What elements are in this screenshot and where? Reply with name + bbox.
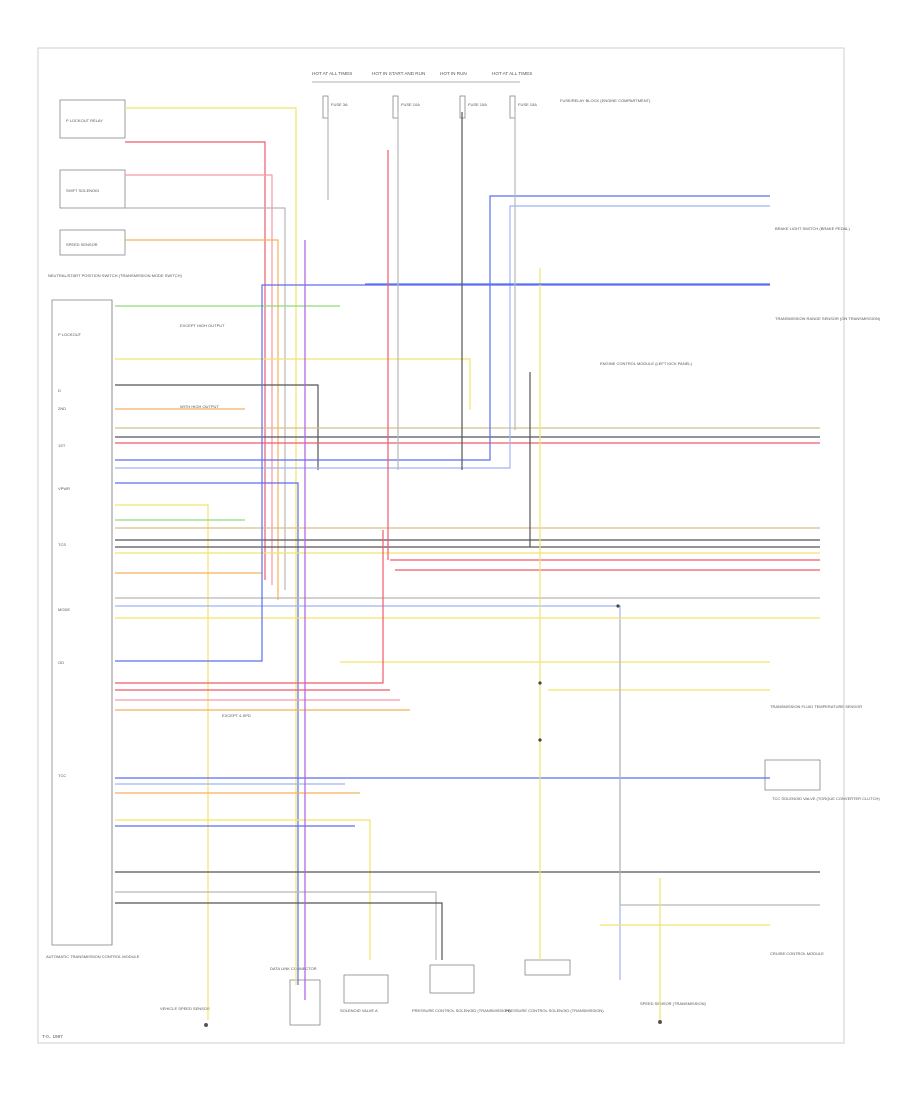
control-module-label: AUTOMATIC TRANSMISSION CONTROL MODULE	[46, 954, 140, 959]
left-pin-9: TCC	[58, 773, 66, 778]
fuse-label-4: HOT AT ALL TIMES	[492, 71, 532, 76]
fuse-2: FUSE 10A	[392, 95, 420, 119]
wire-7	[115, 358, 471, 410]
splice-dot-3	[616, 604, 620, 608]
right-component-2: TRANSMISSION RANGE SENSOR (ON TRANSMISSI…	[775, 316, 881, 321]
fuse-2-label: FUSE 10A	[401, 102, 420, 107]
left-pin-3: 2ND	[58, 406, 66, 411]
left-box-3: SPEED SENSOR	[59, 229, 126, 256]
bottom-component-1: VEHICLE SPEED SENSOR	[160, 1006, 210, 1027]
fuse-1-label: FUSE 3A	[331, 102, 348, 107]
wire-4	[125, 207, 286, 590]
left-pin-1: P LOCKOUT	[58, 332, 82, 337]
left-pin-8: OD	[58, 660, 64, 665]
wire-1	[125, 107, 297, 985]
left-box-2: SHIFT SOLENOID	[59, 169, 126, 209]
diagram-frame	[37, 47, 845, 1044]
svg-text:P LOCKOUT RELAY: P LOCKOUT RELAY	[66, 118, 103, 123]
top-left-label: NEUTRAL/START POSITION SWITCH (TRANSMISS…	[48, 273, 182, 278]
wire-15	[115, 482, 299, 985]
fuse-label-3: HOT IN RUN	[440, 71, 467, 76]
left-pin-7: MODE	[58, 607, 70, 612]
left-pin-2: D	[58, 388, 61, 393]
splice-dot-1	[538, 681, 542, 685]
wire-30	[115, 530, 384, 684]
svg-text:SPEED SENSOR (TRANSMISSION): SPEED SENSOR (TRANSMISSION)	[640, 1001, 706, 1006]
wire-41	[115, 902, 443, 960]
bottom-component-3: SOLENOID VALVE A	[340, 974, 389, 1013]
annotation-2: WITH HIGH OUTPUT	[180, 404, 219, 409]
svg-text:PRESSURE CONTROL SOLENOID (TRA: PRESSURE CONTROL SOLENOID (TRANSMISSION)	[412, 1008, 511, 1013]
splice-dot-2	[538, 738, 542, 742]
svg-text:PRESSURE CONTROL SOLENOID (TRA: PRESSURE CONTROL SOLENOID (TRANSMISSION)	[505, 1008, 604, 1013]
right-component-5: TCC SOLENOID VALVE (TORQUE CONVERTER CLU…	[772, 796, 880, 801]
left-box-1: P LOCKOUT RELAY	[59, 99, 126, 139]
left-pin-6: TCS	[58, 542, 66, 547]
right-component-3: ENGINE CONTROL MODULE (LEFT KICK PANEL)	[600, 361, 693, 366]
wire-37	[115, 819, 371, 960]
left-pin-4: 1ST	[58, 443, 66, 448]
wire-2	[125, 141, 266, 580]
bottom-component-6: SPEED SENSOR (TRANSMISSION)	[640, 1001, 706, 1024]
wire-16	[115, 504, 209, 1020]
fuse-1: FUSE 3A	[322, 95, 348, 119]
right-component-6: CRUISE CONTROL MODULE	[770, 951, 824, 956]
bottom-component-5: PRESSURE CONTROL SOLENOID (TRANSMISSION)	[505, 959, 604, 1013]
control-module-block	[51, 299, 113, 946]
svg-text:DATA LINK CONNECTOR: DATA LINK CONNECTOR	[270, 966, 317, 971]
right-component-1: BRAKE LIGHT SWITCH (BRAKE PEDAL)	[775, 226, 850, 231]
annotation-1: EXCEPT HIGH OUTPUT	[180, 323, 225, 328]
corner-label: T-0.. 1997	[42, 1034, 63, 1039]
wires-group	[115, 107, 820, 1020]
svg-text:SPEED SENSOR: SPEED SENSOR	[66, 242, 98, 247]
fuse-label-1: HOT AT ALL TIMES	[312, 71, 352, 76]
fuse-panel-label: FUSE/RELAY BLOCK (ENGINE COMPARTMENT)	[560, 98, 651, 103]
annotation-3: EXCEPT 4-SPD	[222, 713, 251, 718]
bottom-component-2: DATA LINK CONNECTOR	[270, 966, 321, 1026]
svg-text:SOLENOID VALVE A: SOLENOID VALVE A	[340, 1008, 378, 1013]
right-component-4: TRANSMISSION FLUID TEMPERATURE SENSOR	[770, 704, 862, 709]
wire-28	[115, 284, 770, 662]
right-box-tcc	[764, 759, 821, 791]
fuse-4-label: FUSE 15A	[518, 102, 537, 107]
wire-5	[125, 239, 279, 600]
wire-8	[115, 384, 319, 470]
fuse-3-label: FUSE 15A	[468, 102, 487, 107]
wire-45	[619, 620, 820, 906]
wire-13	[115, 195, 770, 461]
fuse-4: FUSE 15A	[509, 95, 537, 119]
fuse-3: FUSE 15A	[459, 95, 487, 119]
wire-40	[115, 891, 437, 960]
bottom-component-4: PRESSURE CONTROL SOLENOID (TRANSMISSION)	[412, 964, 511, 1013]
svg-text:SHIFT SOLENOID: SHIFT SOLENOID	[66, 188, 99, 193]
left-pin-5: VPWR	[58, 486, 70, 491]
wire-14	[115, 205, 770, 469]
wire-3	[125, 174, 273, 585]
svg-text:VEHICLE SPEED SENSOR: VEHICLE SPEED SENSOR	[160, 1006, 210, 1011]
fuse-label-2: HOT IN START AND RUN	[372, 71, 425, 76]
